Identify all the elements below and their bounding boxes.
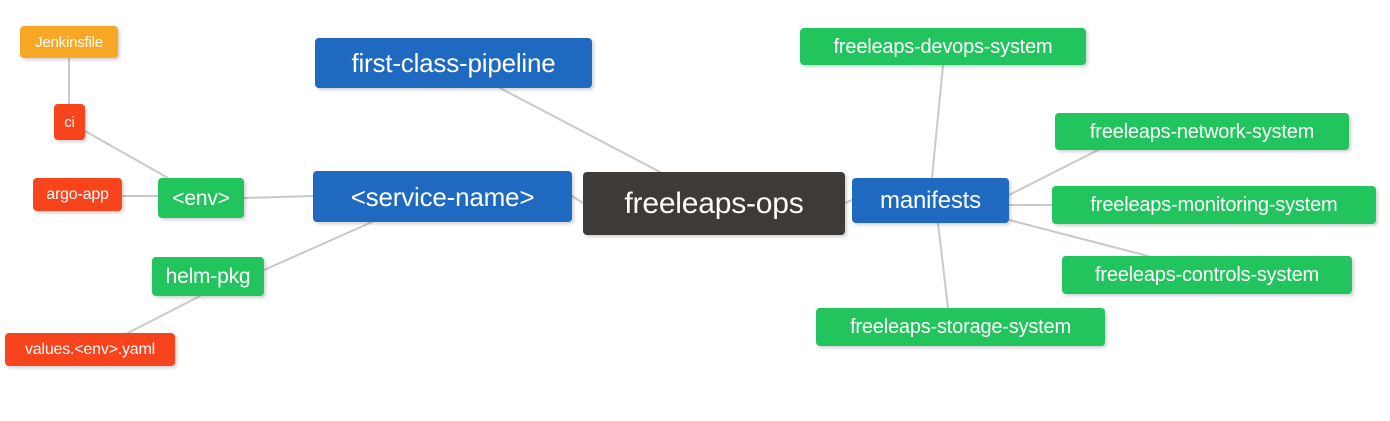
mindmap-node-ci[interactable]: ci: [54, 104, 85, 140]
mindmap-node-values-env-yaml[interactable]: values.<env>.yaml: [5, 333, 175, 366]
mindmap-node-Jenkinsfile[interactable]: Jenkinsfile: [20, 26, 118, 58]
mindmap-node-freeleaps-ops[interactable]: freeleaps-ops: [583, 172, 845, 235]
mindmap-node-freeleaps-controls-system[interactable]: freeleaps-controls-system: [1062, 256, 1352, 294]
mindmap-node-env[interactable]: <env>: [158, 178, 244, 218]
edge-helm-pkg-to-values-env-yaml: [127, 295, 201, 334]
edge-freeleaps-ops-to-service-name: [571, 195, 584, 204]
mindmap-node-argo-app[interactable]: argo-app: [33, 178, 122, 211]
edge-freeleaps-ops-to-manifests: [844, 199, 853, 204]
mindmap-node-freeleaps-network-system[interactable]: freeleaps-network-system: [1055, 113, 1349, 150]
mindmap-node-service-name[interactable]: <service-name>: [313, 171, 572, 222]
edge-manifests-to-freeleaps-storage-system: [937, 222, 949, 309]
mindmap-node-freeleaps-storage-system[interactable]: freeleaps-storage-system: [816, 308, 1105, 346]
mindmap-node-freeleaps-devops-system[interactable]: freeleaps-devops-system: [800, 28, 1086, 65]
edge-manifests-to-freeleaps-controls-system: [1008, 219, 1149, 257]
edge-service-name-to-helm-pkg: [263, 221, 373, 271]
edge-manifests-to-freeleaps-devops-system: [931, 64, 944, 179]
edge-freeleaps-ops-to-first-class-pipeline: [499, 87, 661, 173]
mindmap-node-helm-pkg[interactable]: helm-pkg: [152, 257, 264, 296]
mindmap-node-first-class-pipeline[interactable]: first-class-pipeline: [315, 38, 592, 88]
mindmap-node-manifests[interactable]: manifests: [852, 178, 1009, 223]
mindmap-node-freeleaps-monitoring-system[interactable]: freeleaps-monitoring-system: [1052, 186, 1376, 224]
edge-service-name-to-env: [243, 195, 314, 199]
edge-env-to-ci: [84, 130, 169, 179]
